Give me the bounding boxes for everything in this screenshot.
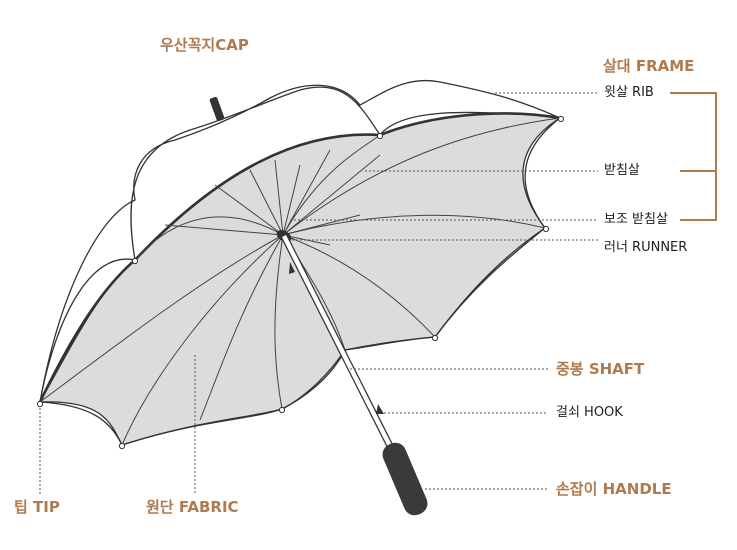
label-cap: 우산꼭지CAP <box>160 36 249 54</box>
leader-lines <box>39 92 598 495</box>
rib-tip-dot <box>36 400 44 408</box>
canopy-rear-rim <box>379 112 561 137</box>
label-sub-stretcher: 보조 받침살 <box>604 212 668 227</box>
stretcher-line <box>282 214 361 236</box>
label-tip: 팁 TIP <box>14 498 60 516</box>
rib-line <box>274 234 284 410</box>
rib-line <box>282 214 546 236</box>
rib-line <box>199 234 284 421</box>
stretcher-line <box>282 164 301 236</box>
rib-tip-dot <box>557 115 565 123</box>
label-handle: 손잡이 HANDLE <box>556 480 672 498</box>
rib-tip-dot <box>431 334 439 342</box>
stretcher-line <box>282 154 381 236</box>
rib-tip-dot <box>278 406 286 414</box>
stretcher-line <box>249 169 284 236</box>
frame-bracket <box>670 92 717 221</box>
rib-line <box>282 117 561 236</box>
spring-catch <box>289 262 295 274</box>
rib-line <box>134 216 284 261</box>
hook-shape <box>376 404 384 414</box>
handle-shape <box>382 442 428 516</box>
rib-tip-dot <box>376 132 384 140</box>
cap-shape <box>209 96 225 122</box>
rib-tips <box>36 115 565 450</box>
rib-line <box>282 234 436 338</box>
stretcher-line <box>214 184 284 236</box>
label-shaft: 중봉 SHAFT <box>556 360 645 378</box>
ribs <box>39 117 561 446</box>
stretcher-line <box>274 159 284 236</box>
rib-tip-dot <box>118 442 126 450</box>
stretchers <box>164 149 381 246</box>
rib-tip-dot <box>542 225 550 233</box>
label-stretcher: 받침살 <box>604 163 640 178</box>
label-rib: 윗살 RIB <box>604 85 654 100</box>
label-frame: 살대 FRAME <box>603 57 695 75</box>
rib-line <box>39 234 284 403</box>
rib-line <box>121 234 284 446</box>
canopy-underside <box>38 112 562 446</box>
stretcher-line <box>282 149 331 236</box>
label-runner: 러너 RUNNER <box>604 240 688 255</box>
rib-tip-dot <box>131 257 139 265</box>
stretcher-line <box>164 224 284 236</box>
rib-line <box>282 134 381 236</box>
label-hook: 걸쇠 HOOK <box>556 405 623 420</box>
shaft-highlight <box>281 234 395 452</box>
label-fabric: 원단 FABRIC <box>146 498 239 516</box>
